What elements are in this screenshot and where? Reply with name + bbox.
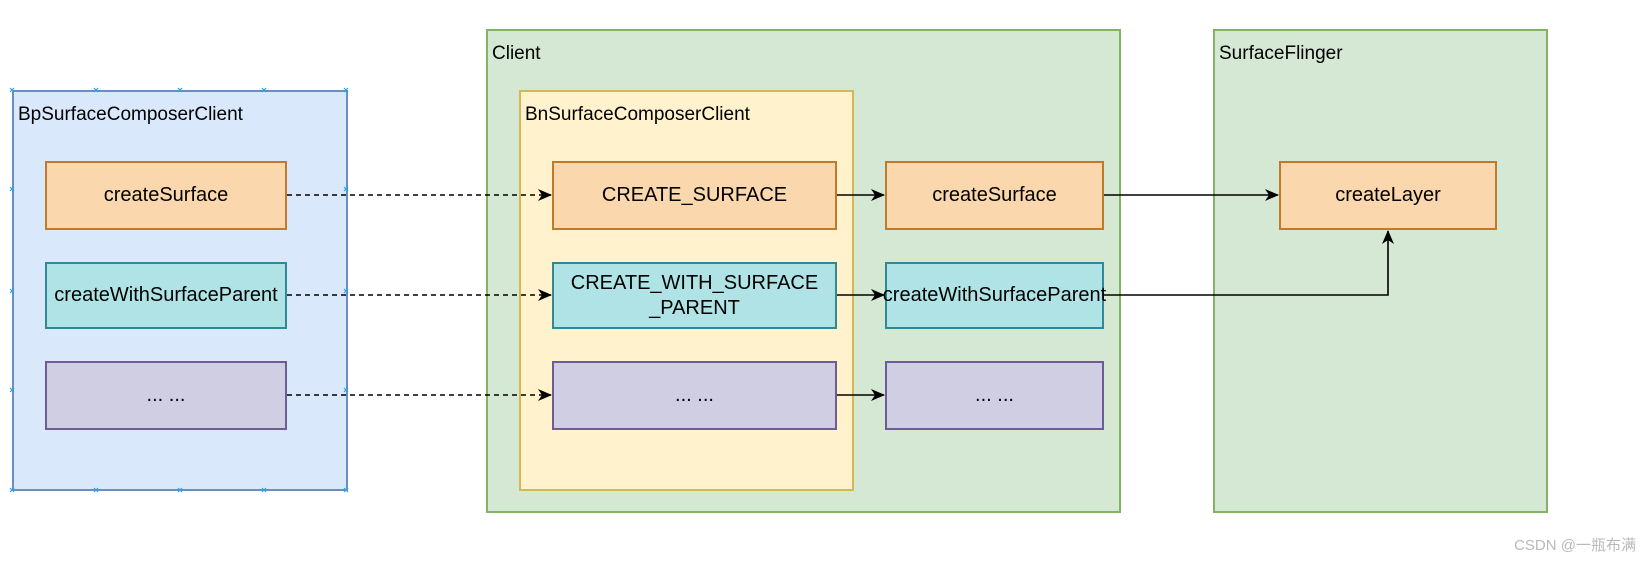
client-label: Client [492,43,541,64]
client-create-with-surface-parent-node[interactable]: createWithSurfaceParent [882,262,1107,329]
client-other-node[interactable]: ... ... [885,361,1104,430]
arrow-client-create-with-parent-to-create-layer [1104,230,1394,296]
bn-create-with-surface-parent-label-line2: _PARENT [649,296,740,319]
bn-other-label: ... ... [675,384,714,406]
bp-create-with-surface-parent-label: createWithSurfaceParent [54,284,278,306]
watermark: CSDN @一瓶布满 [1514,537,1636,554]
bn-create-surface-node[interactable]: CREATE_SURFACE [552,161,837,230]
bn-create-surface-label: CREATE_SURFACE [601,184,788,206]
sf-create-layer-label: createLayer [1335,184,1441,206]
bp-surface-composer-client-label: BpSurfaceComposerClient [18,104,243,125]
client-other-label: ... ... [975,384,1014,406]
bp-create-with-surface-parent-node[interactable]: createWithSurfaceParent [45,262,287,329]
surface-flinger-label: SurfaceFlinger [1219,43,1343,64]
client-create-surface-node[interactable]: createSurface [885,161,1104,230]
surface-flinger-container: SurfaceFlinger [1213,29,1548,513]
bp-create-surface-label: createSurface [103,184,229,206]
client-create-surface-label: createSurface [932,184,1057,206]
bn-create-with-surface-parent-node[interactable]: CREATE_WITH_SURFACE _PARENT [552,262,837,329]
bp-other-node[interactable]: ... ... [45,361,287,430]
bp-other-label: ... ... [146,384,186,406]
client-create-with-surface-parent-label: createWithSurfaceParent [882,284,1107,306]
sf-create-layer-node[interactable]: createLayer [1279,161,1497,230]
bn-other-node[interactable]: ... ... [552,361,837,430]
bn-create-with-surface-parent-label-line1: CREATE_WITH_SURFACE [570,271,819,294]
bn-surface-composer-client-label: BnSurfaceComposerClient [525,104,750,125]
bp-create-surface-node[interactable]: createSurface [45,161,287,230]
